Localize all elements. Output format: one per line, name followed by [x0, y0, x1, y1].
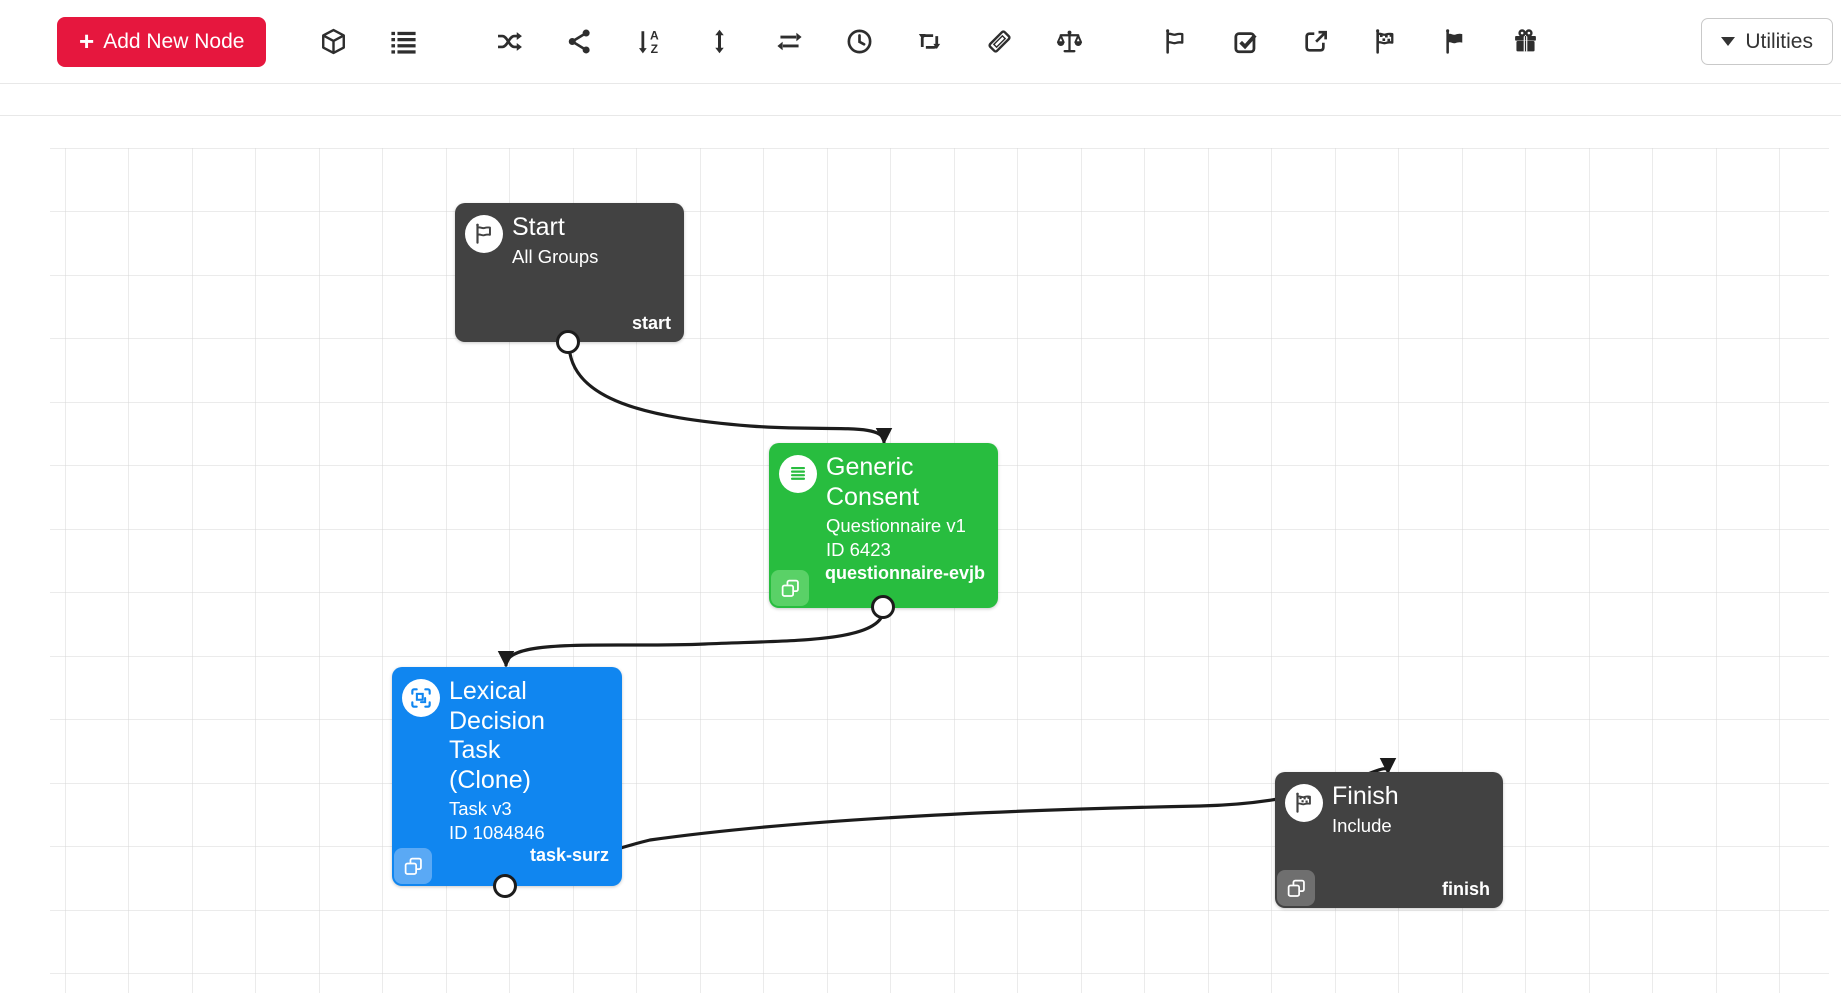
utilities-label: Utilities [1745, 29, 1813, 53]
node-consent-header: Generic Consent Questionnaire v1 ID 6423 [769, 443, 998, 562]
svg-text:A: A [650, 29, 659, 43]
task-icon [402, 679, 440, 717]
shuffle-icon[interactable] [494, 27, 524, 57]
node-title: Lexical Decision Task (Clone) [449, 677, 545, 794]
check-square-icon[interactable] [1230, 27, 1260, 57]
node-title: Generic Consent [826, 453, 920, 511]
node-key-label: start [631, 313, 671, 333]
node-title: Finish [1332, 782, 1399, 810]
node-start[interactable]: Start All Groups start [455, 203, 684, 342]
node-id: ID 1084846 [449, 822, 545, 844]
edge-start-to-consent [567, 341, 893, 445]
list-icon[interactable] [388, 27, 418, 57]
clone-node-button[interactable] [1277, 870, 1315, 906]
questionnaire-icon [779, 455, 817, 493]
node-key-label: task-surz [529, 845, 609, 865]
node-key-label: questionnaire-evjb [824, 563, 985, 583]
node-task-header: Lexical Decision Task (Clone) Task v3 ID… [392, 667, 622, 845]
connector-handle-start[interactable] [556, 330, 580, 354]
flag-icon [465, 215, 503, 253]
add-new-node-label: Add New Node [103, 29, 245, 53]
secondary-toolbar [0, 84, 1841, 116]
edge-consent-to-task [497, 606, 886, 668]
external-link-icon[interactable] [1300, 27, 1330, 57]
node-subtitle: Include [1332, 814, 1392, 836]
gift-icon[interactable] [1510, 27, 1540, 57]
arrows-vertical-icon[interactable] [704, 27, 734, 57]
node-title: Start [512, 213, 565, 241]
node-finish[interactable]: Finish Include finish [1275, 772, 1503, 908]
node-id: ID 6423 [826, 539, 891, 561]
connector-handle-task[interactable] [493, 874, 517, 898]
flag-outline-icon[interactable] [1160, 27, 1190, 57]
clone-node-button[interactable] [771, 570, 809, 606]
balance-scale-icon[interactable] [1054, 27, 1084, 57]
flag-checkered-icon[interactable] [1370, 27, 1400, 57]
flag-checkered-icon [1285, 784, 1323, 822]
flag-solid-icon[interactable] [1440, 27, 1470, 57]
node-subtitle: All Groups [512, 245, 599, 267]
clone-node-button[interactable] [394, 848, 432, 884]
ticket-icon[interactable] [984, 27, 1014, 57]
node-start-header: Start All Groups [455, 203, 684, 269]
node-generic-consent[interactable]: Generic Consent Questionnaire v1 ID 6423… [769, 443, 998, 608]
share-icon[interactable] [564, 27, 594, 57]
node-lexical-decision-task[interactable]: Lexical Decision Task (Clone) Task v3 ID… [392, 667, 622, 886]
add-new-node-button[interactable]: + Add New Node [57, 16, 267, 67]
exchange-icon[interactable] [774, 27, 804, 57]
node-key-label: finish [1442, 879, 1490, 899]
utilities-dropdown[interactable]: Utilities [1701, 18, 1833, 65]
retweet-icon[interactable] [914, 27, 944, 57]
node-finish-header: Finish Include [1275, 772, 1503, 838]
cube-icon[interactable] [318, 27, 348, 57]
node-subtitle: Task v3 [449, 798, 512, 819]
caret-down-icon [1721, 37, 1736, 46]
node-subtitle: Questionnaire v1 [826, 515, 966, 536]
connector-handle-consent[interactable] [871, 595, 895, 619]
clock-icon[interactable] [844, 27, 874, 57]
plus-icon: + [79, 25, 95, 56]
svg-text:Z: Z [651, 42, 659, 56]
